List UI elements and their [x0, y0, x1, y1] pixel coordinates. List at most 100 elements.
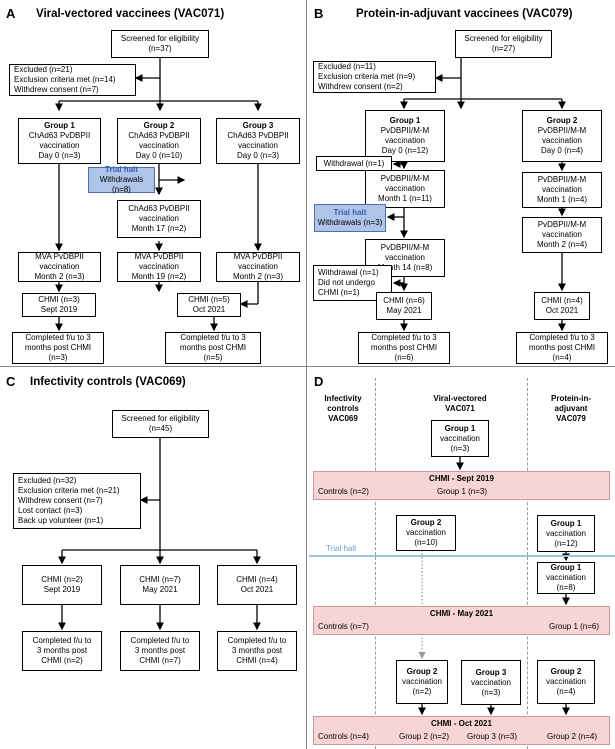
a-group3-box: Group 3 ChAd63 PvDBPII vaccination Day 0… [216, 118, 300, 164]
d-p1-title: Group 1 [550, 518, 582, 528]
b-completed-2-box: Completed f/u to 3 months post CHMI (n=4… [516, 332, 608, 364]
d-chmi-sept2019-band: CHMI - Sept 2019 Controls (n=2) Group 1 … [313, 471, 610, 500]
d-chmi-sept-controls: Controls (n=2) [318, 487, 369, 496]
a-trial-halt-body: Withdrawals (n=8) [99, 175, 144, 194]
b-withdrawal1-box: Withdrawal (n=1) [316, 156, 392, 171]
d-v3-box: Group 3 vaccination (n=3) [461, 660, 521, 705]
panel-b-title: Protein-in-adjuvant vaccinees (VAC079) [356, 8, 573, 20]
b-screened-box: Screened for eligibility (n=27) [455, 30, 552, 58]
d-p2-body: vaccination (n=4) [545, 677, 587, 696]
a-completed-2-box: Completed f/u to 3 months post CHMI (n=5… [165, 332, 261, 364]
d-chmi-may2021-band: CHMI - May 2021 Controls (n=7) Group 1 (… [313, 606, 610, 635]
d-p1b-body: vaccination (n=8) [545, 573, 587, 592]
d-v3-title: Group 3 [475, 667, 507, 677]
c-chmi-oct2021-box: CHMI (n=4) Oct 2021 [217, 565, 297, 605]
panel-d-letter: D [314, 374, 324, 389]
panel-a-title: Viral-vectored vaccinees (VAC071) [36, 8, 225, 20]
b-group2-month1-box: PvDBPII/M-M vaccination Month 1 (n=4) [522, 172, 602, 208]
b-trial-halt-title: Trial halt [333, 208, 367, 217]
d-chmi-oct-g3: Group 3 (n=3) [466, 732, 518, 741]
d-p1b-title: Group 1 [550, 563, 582, 572]
d-chmi-sept-title: CHMI - Sept 2019 [429, 474, 494, 483]
b-group2-month2-box: PvDBPII/M-M vaccination Month 2 (n=4) [522, 217, 602, 253]
a-group2-month17-box: ChAd63 PvDBPII vaccination Month 17 (n=2… [117, 200, 201, 238]
d-chmi-oct-g2: Group 2 (n=2) [398, 732, 450, 741]
vertical-divider [306, 0, 307, 749]
a-group1-body: ChAd63 PvDBPII vaccination Day 0 (n=3) [28, 131, 91, 160]
d-v1-title: Group 1 [444, 423, 476, 433]
a-excluded-box: Excluded (n=21) Exclusion criteria met (… [9, 64, 136, 96]
d-chmi-may-controls: Controls (n=7) [318, 622, 369, 631]
d-p1-box: Group 1 vaccination (n=12) [537, 515, 595, 552]
c-completed-2-box: Completed f/u to 3 months post CHMI (n=7… [120, 631, 200, 671]
a-group1-box: Group 1 ChAd63 PvDBPII vaccination Day 0… [18, 118, 101, 164]
c-screened-box: Screened for eligibility (n=45) [112, 410, 209, 438]
d-col2-header: Viral-vectored VAC071 [433, 394, 487, 413]
panel-b-letter: B [314, 6, 324, 21]
a-group3-title: Group 3 [242, 121, 274, 130]
d-v2b-body: vaccination (n=2) [401, 677, 443, 696]
d-v2-box: Group 2 vaccination (n=10) [396, 515, 456, 551]
a-chmi-oct2021-box: CHMI (n=5) Oct 2021 [177, 293, 241, 317]
b-excluded-box: Excluded (n=11) Exclusion criteria met (… [313, 61, 436, 93]
d-column-divider-1 [375, 378, 376, 749]
d-col3-header: Protein-in- adjuvant VAC079 [551, 394, 591, 423]
b-group1-box: Group 1 PvDBPII/M-M vaccination Day 0 (n… [365, 110, 445, 162]
d-p1-body: vaccination (n=12) [545, 528, 587, 548]
a-group1-mva-box: MVA PvDBPII vaccination Month 2 (n=3) [18, 252, 101, 282]
panel-c-letter: C [6, 374, 16, 389]
d-chmi-oct2021-band: CHMI - Oct 2021 Controls (n=4) Group 2 (… [313, 716, 610, 745]
a-group2-mva-box: MVA PvDBPII vaccination Month 19 (n=2) [117, 252, 201, 282]
d-p1b-box: Group 1 vaccination (n=8) [537, 562, 595, 594]
c-chmi-sept2019-box: CHMI (n=2) Sept 2019 [22, 565, 102, 605]
d-v2b-box: Group 2 vaccination (n=2) [396, 660, 448, 704]
c-excluded-box: Excluded (n=32) Exclusion criteria met (… [13, 473, 141, 529]
d-chmi-oct-p2: Group 2 (n=4) [546, 732, 598, 741]
b-group2-title: Group 2 [546, 116, 578, 125]
a-screened-box: Screened for eligibility (n=37) [111, 30, 209, 58]
d-v2b-title: Group 2 [406, 667, 438, 676]
d-chmi-oct-controls: Controls (n=4) [318, 732, 369, 741]
d-chmi-may-title: CHMI - May 2021 [429, 609, 494, 618]
d-p2-box: Group 2 vaccination (n=4) [537, 660, 595, 704]
a-group2-body: ChAd63 PvDBPII vaccination Day 0 (n=10) [128, 131, 190, 160]
a-completed-1-box: Completed f/u to 3 months post CHMI (n=3… [12, 332, 104, 364]
d-v2-body: vaccination (n=10) [405, 528, 447, 547]
b-trial-halt-body: Withdrawals (n=3) [317, 218, 383, 227]
panel-a-letter: A [6, 6, 16, 21]
a-trial-halt-title: Trial halt [105, 165, 138, 174]
d-p2-title: Group 2 [550, 667, 582, 676]
b-group2-body: PvDBPII/M-M vaccination Day 0 (n=4) [537, 126, 587, 155]
b-group1-title: Group 1 [389, 116, 421, 125]
d-chmi-sept-g1: Group 1 (n=3) [436, 487, 488, 496]
b-completed-1-box: Completed f/u to 3 months post CHMI (n=6… [358, 332, 450, 364]
b-trial-halt-box: Trial halt Withdrawals (n=3) [314, 204, 386, 232]
d-v1-body: vaccination (n=3) [439, 433, 481, 453]
c-completed-1-box: Completed f/u to 3 months post CHMI (n=2… [22, 631, 102, 671]
b-group1-month1-box: PvDBPII/M-M vaccination Month 1 (n=11) [365, 170, 445, 208]
a-group3-mva-box: MVA PvDBPII vaccination Month 2 (n=3) [216, 252, 300, 282]
c-chmi-may2021-box: CHMI (n=7) May 2021 [120, 565, 200, 605]
a-group1-title: Group 1 [44, 121, 75, 130]
d-trial-halt-label: Trial halt [326, 544, 357, 553]
a-group2-box: Group 2 ChAd63 PvDBPII vaccination Day 0… [117, 118, 201, 164]
d-col1-header: Infectivity controls VAC069 [324, 394, 362, 423]
panel-c-title: Infectivity controls (VAC069) [30, 376, 186, 388]
horizontal-divider [0, 366, 615, 367]
a-group3-body: ChAd63 PvDBPII vaccination Day 0 (n=3) [227, 131, 289, 160]
c-completed-3-box: Completed f/u to 3 months post CHMI (n=4… [217, 631, 297, 671]
b-chmi-oct2021-box: CHMI (n=4) Oct 2021 [534, 292, 590, 320]
b-group2-box: Group 2 PvDBPII/M-M vaccination Day 0 (n… [522, 110, 602, 162]
a-chmi-sept2019-box: CHMI (n=3) Sept 2019 [22, 293, 96, 317]
b-chmi-may2021-box: CHMI (n=6) May 2021 [376, 292, 432, 320]
a-trial-halt-box: Trial halt Withdrawals (n=8) [88, 165, 155, 194]
d-v2-title: Group 2 [410, 518, 442, 527]
d-chmi-may-g1: Group 1 (n=6) [548, 622, 600, 631]
d-v1-box: Group 1 vaccination (n=3) [431, 420, 489, 457]
b-group1-body: PvDBPII/M-M vaccination Day 0 (n=12) [380, 126, 430, 155]
d-column-divider-2 [527, 378, 528, 749]
d-v3-body: vaccination (n=3) [470, 677, 512, 697]
d-chmi-oct-title: CHMI - Oct 2021 [431, 719, 492, 728]
a-group2-title: Group 2 [143, 121, 175, 130]
